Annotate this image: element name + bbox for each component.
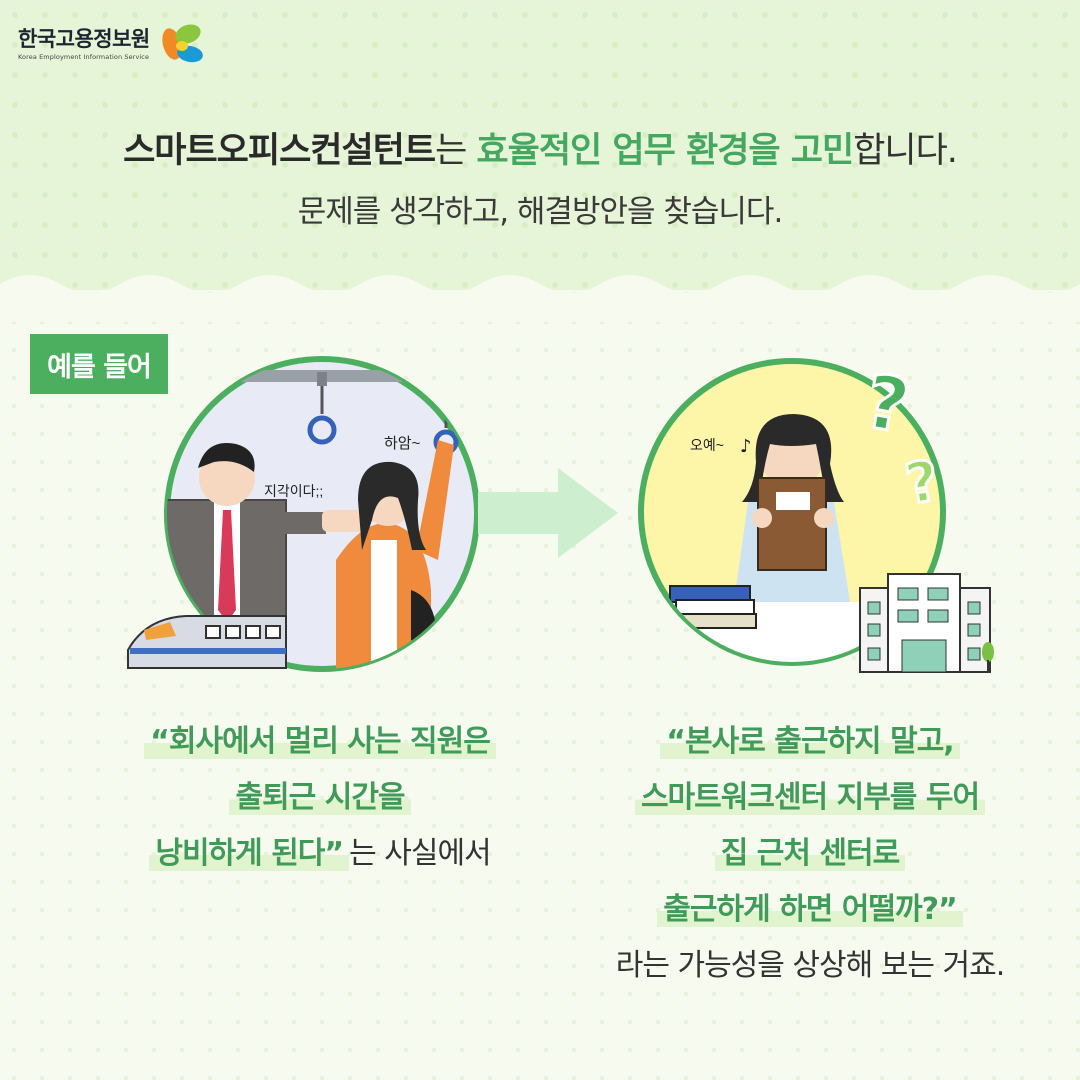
commute-illustration: 하암~ 지각이다;; xyxy=(127,356,480,672)
headline: 스마트오피스컨설턴트는 효율적인 업무 환경을 고민합니다. xyxy=(0,122,1080,173)
caption-right-line4: 출근하게 하면 어떨까?” xyxy=(657,892,963,927)
caption-left-line3: 낭비하게 된다” xyxy=(149,836,350,871)
speech-yawn: 하암~ xyxy=(384,435,421,452)
caption-right-line5: 라는 가능성을 상상해 보는 거죠. xyxy=(615,948,1005,983)
headline-job-title: 스마트오피스컨설턴트 xyxy=(123,130,436,171)
smartwork-illustration: ? ? 오예~ ♪ xyxy=(638,357,994,673)
caption-left: “회사에서 멀리 사는 직원은 출퇴근 시간을 낭비하게 된다”는 사실에서 xyxy=(100,714,540,882)
headline-particle: 는 xyxy=(435,131,477,171)
caption-right-line2: 스마트워크센터 지부를 두어 xyxy=(634,780,986,815)
example-tag: 예를 들어 xyxy=(30,334,168,394)
caption-left-line1: “회사에서 멀리 사는 직원은 xyxy=(144,724,496,759)
caption-right-line3: 집 근처 센터로 xyxy=(714,836,906,871)
logo-name-en: Korea Employment Information Service xyxy=(18,53,150,61)
caption-right: “본사로 출근하지 말고, 스마트워크센터 지부를 두어 집 근처 센터로 출근… xyxy=(570,714,1050,994)
caption-right-line1: “본사로 출근하지 말고, xyxy=(660,724,960,759)
speech-late: 지각이다;; xyxy=(264,483,323,499)
logo: 한국고용정보원 Korea Employment Information Ser… xyxy=(18,22,206,66)
logo-mark-icon xyxy=(162,24,203,63)
wave-divider xyxy=(0,262,1080,322)
headline-highlight: 효율적인 업무 환경을 고민 xyxy=(476,131,854,171)
speech-yay: 오예~ xyxy=(690,437,724,453)
subheadline: 문제를 생각하고, 해결방안을 찾습니다. xyxy=(297,194,784,230)
building-icon xyxy=(859,573,994,673)
headline-end: 합니다. xyxy=(853,131,958,171)
logo-name-kr: 한국고용정보원 xyxy=(18,27,150,51)
caption-left-line2: 출퇴근 시간을 xyxy=(229,780,411,815)
music-note-icon: ♪ xyxy=(740,436,752,457)
arrow-right-icon xyxy=(478,468,618,558)
caption-left-line3-tail: 는 사실에서 xyxy=(349,836,492,871)
train-icon xyxy=(127,615,287,669)
